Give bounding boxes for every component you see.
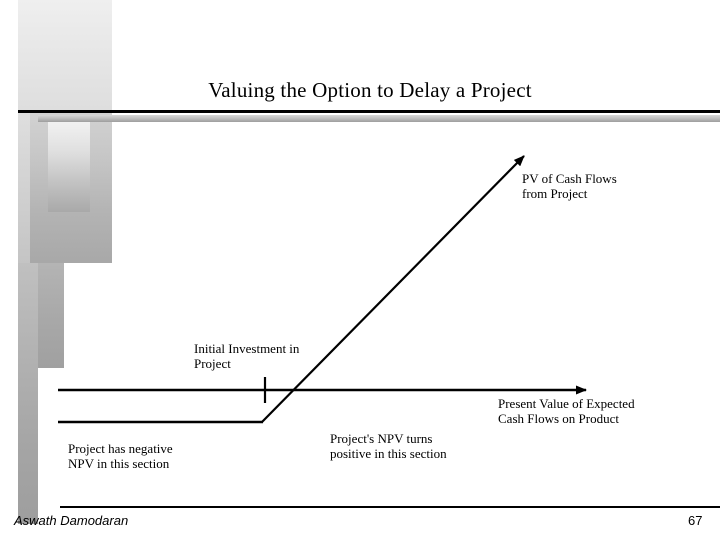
header-rule-black	[18, 110, 720, 113]
label-positive-npv-section: Project's NPV turns positive in this sec…	[330, 431, 447, 461]
page-title: Valuing the Option to Delay a Project	[208, 78, 532, 102]
footer-author: Aswath Damodaran	[14, 513, 129, 528]
label-x-axis-present-value: Present Value of Expected Cash Flows on …	[498, 396, 635, 426]
label-pv-cash-flows: PV of Cash Flows from Project	[522, 171, 617, 201]
footer-rule	[60, 506, 720, 508]
label-initial-investment: Initial Investment in Project	[194, 341, 300, 371]
header-rule-gray	[38, 115, 720, 122]
footer-page-number: 67	[688, 513, 703, 528]
payoff-rising-segment	[261, 155, 525, 423]
label-negative-npv-section: Project has negative NPV in this section	[68, 441, 173, 471]
